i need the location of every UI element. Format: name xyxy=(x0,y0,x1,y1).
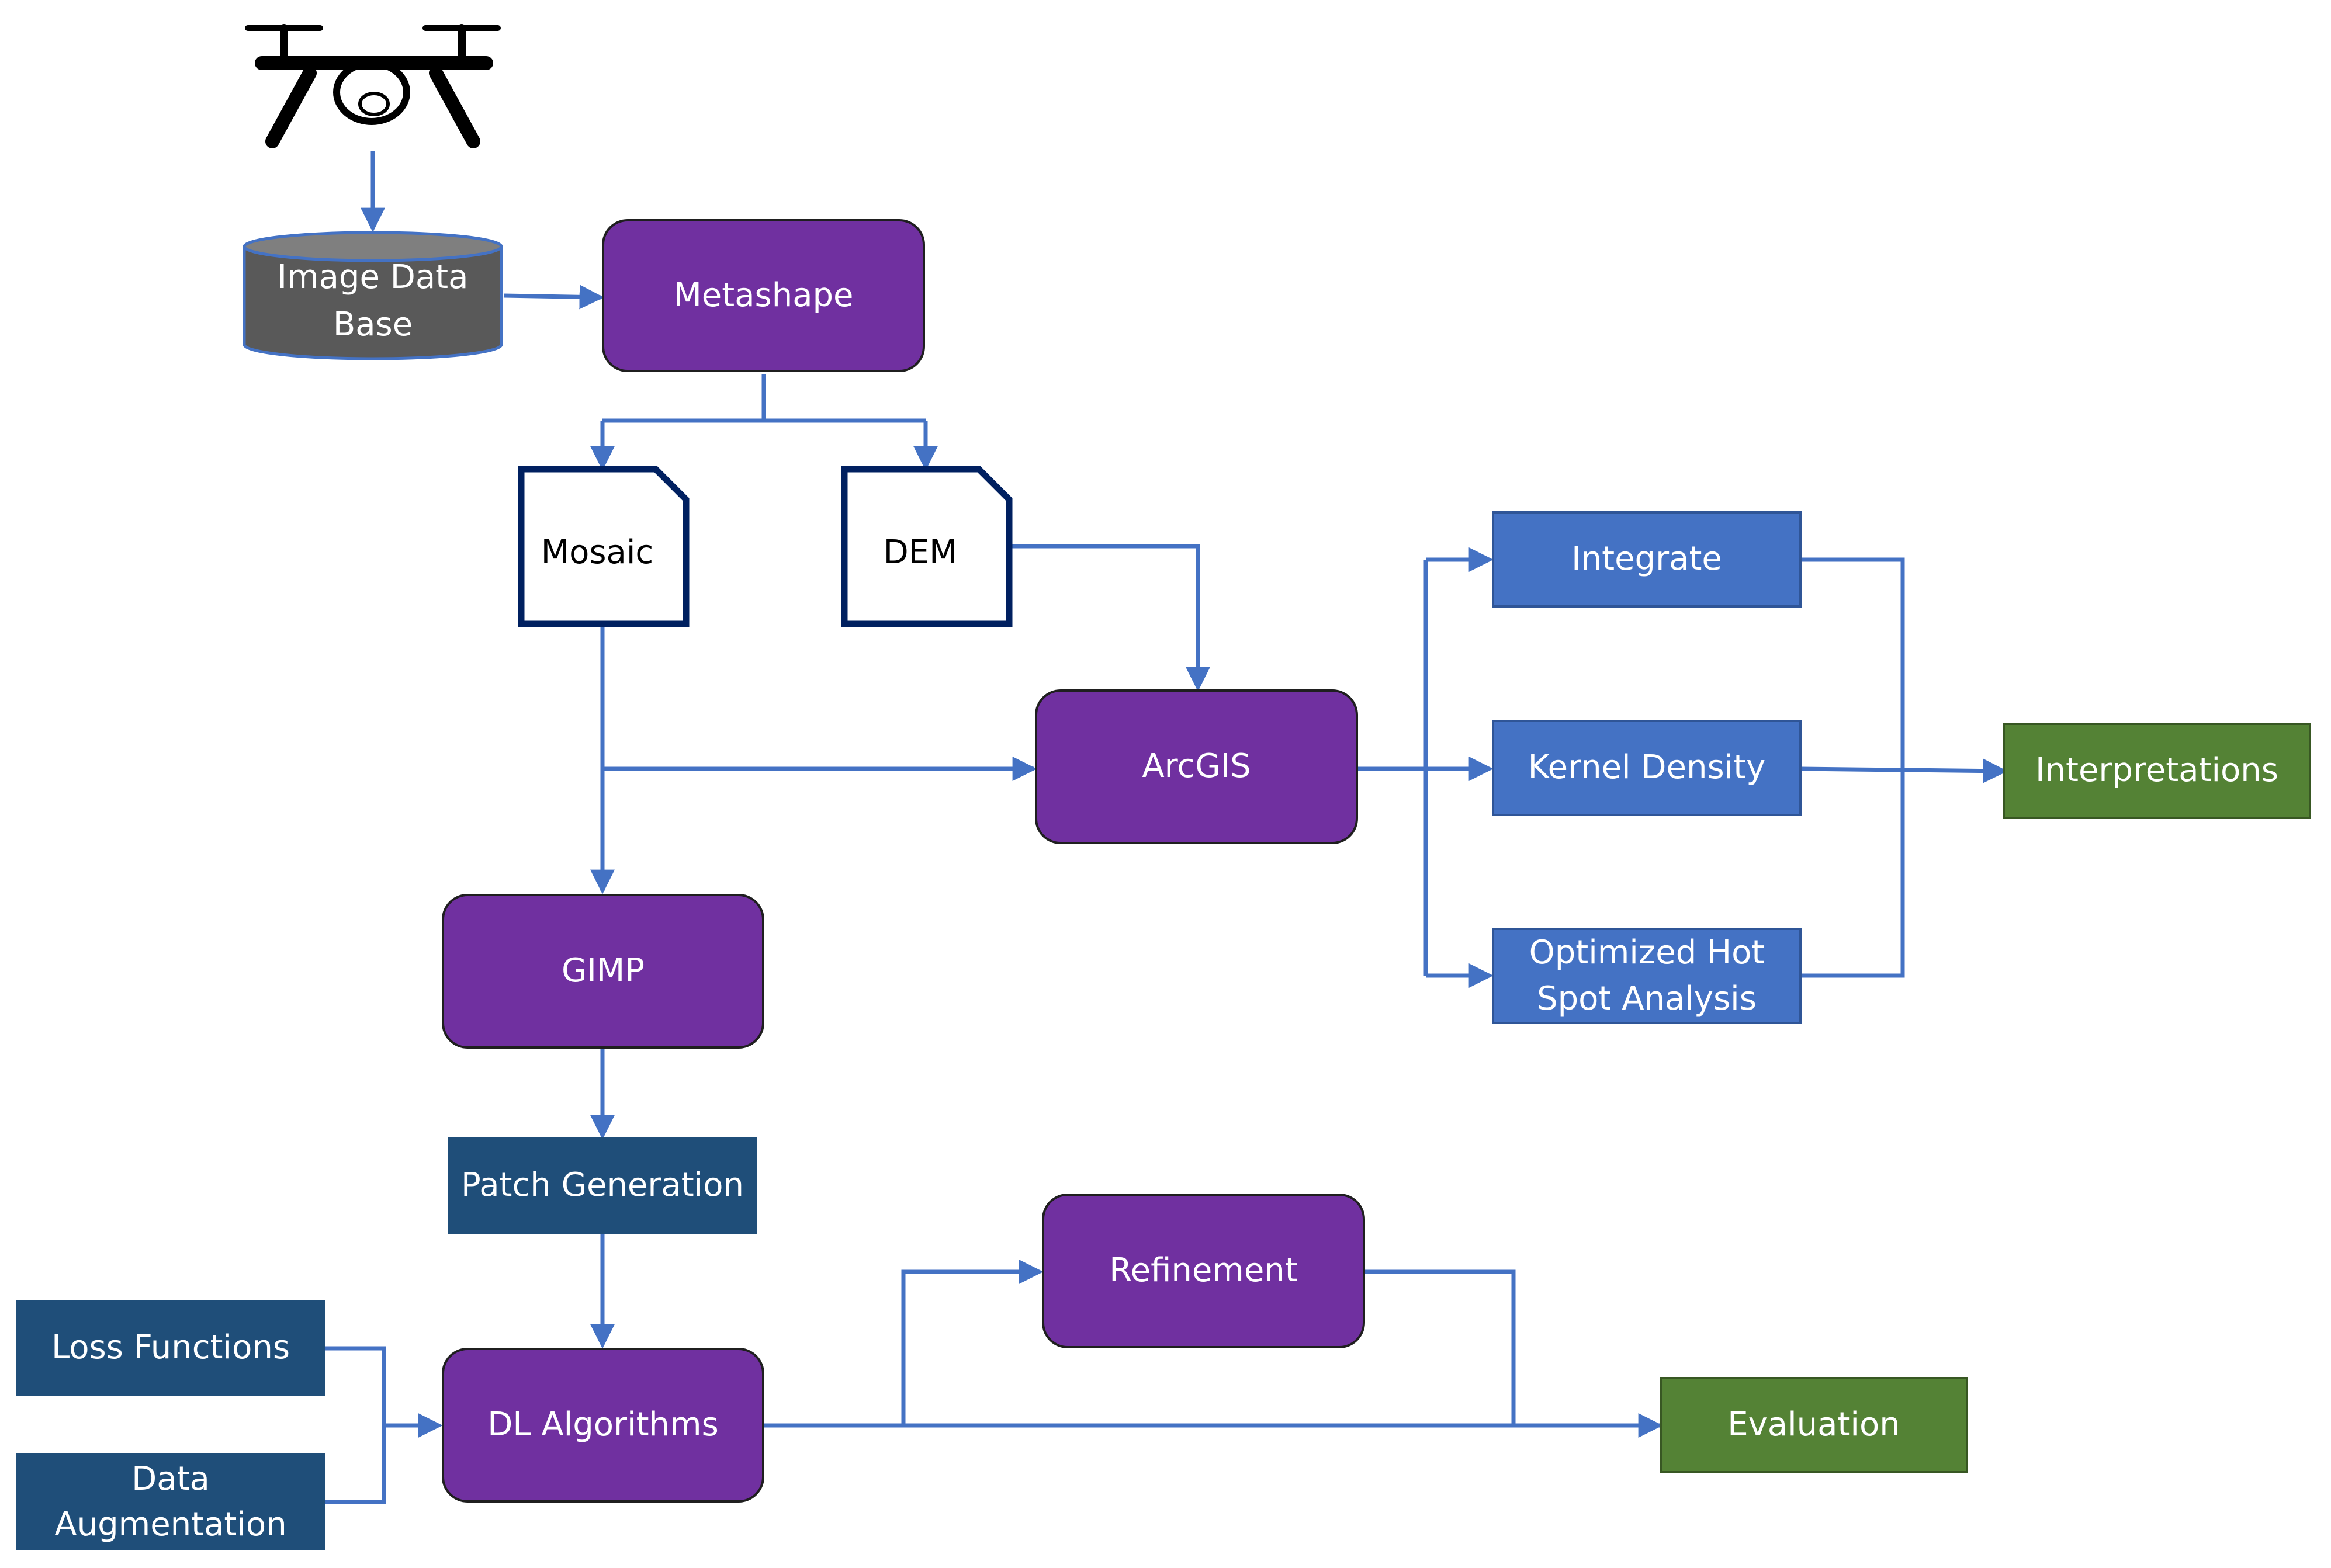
connector-kernel-density-to-interpretations xyxy=(1800,758,2008,783)
metashape-node: Metashape xyxy=(602,219,925,372)
image-database-label: Image Data Base xyxy=(277,258,469,344)
database-cylinder xyxy=(243,231,503,360)
patch-generation-node: Patch Generation xyxy=(448,1137,757,1234)
connector-dem-to-arcgis xyxy=(1007,544,1210,692)
connector-database-to-metashape xyxy=(503,285,604,310)
mosaic-label: Mosaic xyxy=(541,533,654,571)
interpretations-node: Interpretations xyxy=(2003,723,2311,819)
gimp-node: GIMP xyxy=(442,894,764,1049)
loss-functions-node: Loss Functions xyxy=(16,1300,325,1396)
document-shape-dem xyxy=(841,466,1013,627)
connector-dl-to-refinement xyxy=(901,1260,1044,1425)
drone-icon xyxy=(245,24,501,148)
connector-inputs-merge xyxy=(325,1346,386,1504)
data-augmentation-node: Data Augmentation xyxy=(16,1453,325,1550)
hotspot-analysis-node: Optimized Hot Spot Analysis xyxy=(1492,928,1802,1024)
connector-refinement-return xyxy=(1365,1269,1516,1425)
document-shape-mosaic xyxy=(518,466,690,627)
kernel-density-node: Kernel Density xyxy=(1492,720,1802,816)
dl-algorithms-node: DL Algorithms xyxy=(442,1348,764,1503)
dem-label: DEM xyxy=(883,533,958,571)
connector-arcgis-bus xyxy=(1358,560,1428,976)
arcgis-node: ArcGIS xyxy=(1035,689,1358,844)
integrate-node: Integrate xyxy=(1492,511,1802,608)
evaluation-node: Evaluation xyxy=(1660,1377,1968,1473)
connector-metashape-split xyxy=(602,374,926,423)
refinement-node: Refinement xyxy=(1042,1194,1365,1348)
connector-analysis-merge xyxy=(1801,557,1905,978)
